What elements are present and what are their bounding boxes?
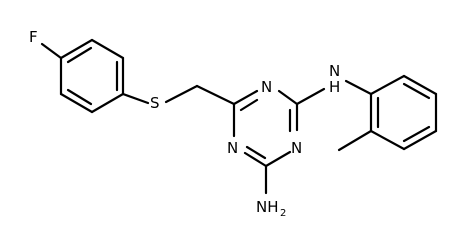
bond-c-s <box>121 92 150 105</box>
double-bond-inner <box>66 46 93 64</box>
tolyl-ring <box>369 74 438 151</box>
triazine-n-right-label: N <box>291 139 302 157</box>
chemical-structure: F S N N N NH 2 N H <box>29 28 438 219</box>
triazine-ring <box>232 89 299 168</box>
amine-subscript: 2 <box>280 208 286 219</box>
bond <box>232 89 259 106</box>
bond-c-nh <box>295 87 326 106</box>
fluorophenyl-ring <box>59 38 125 114</box>
bond-ch2-triazine <box>195 84 236 106</box>
bond-methyl <box>337 129 373 152</box>
double-bond-inner <box>245 145 267 160</box>
bond <box>369 129 406 151</box>
nh-n-label: N <box>329 62 340 80</box>
triazine-n-upper-label: N <box>261 78 272 96</box>
bond <box>402 129 438 151</box>
bond <box>90 92 125 114</box>
amine-label: NH <box>256 198 279 216</box>
triazine-n-left-label: N <box>227 139 238 157</box>
nh-h-label: H <box>329 78 340 96</box>
bond <box>402 74 438 96</box>
double-bond-inner <box>402 82 431 100</box>
bond-s-ch2 <box>164 84 199 104</box>
bond <box>369 74 406 96</box>
double-bond-inner <box>402 125 431 143</box>
bond <box>59 38 94 60</box>
sulfur-label: S <box>150 94 160 112</box>
bond <box>59 92 94 114</box>
bond <box>90 38 125 60</box>
bond-c-f <box>40 42 63 60</box>
bond <box>277 89 299 106</box>
double-bond-inner <box>66 88 93 106</box>
double-bond-inner <box>239 98 259 112</box>
bond <box>264 150 292 168</box>
bond <box>243 151 268 168</box>
bond-nh-aryl <box>344 79 373 96</box>
fluorine-label: F <box>29 28 38 46</box>
